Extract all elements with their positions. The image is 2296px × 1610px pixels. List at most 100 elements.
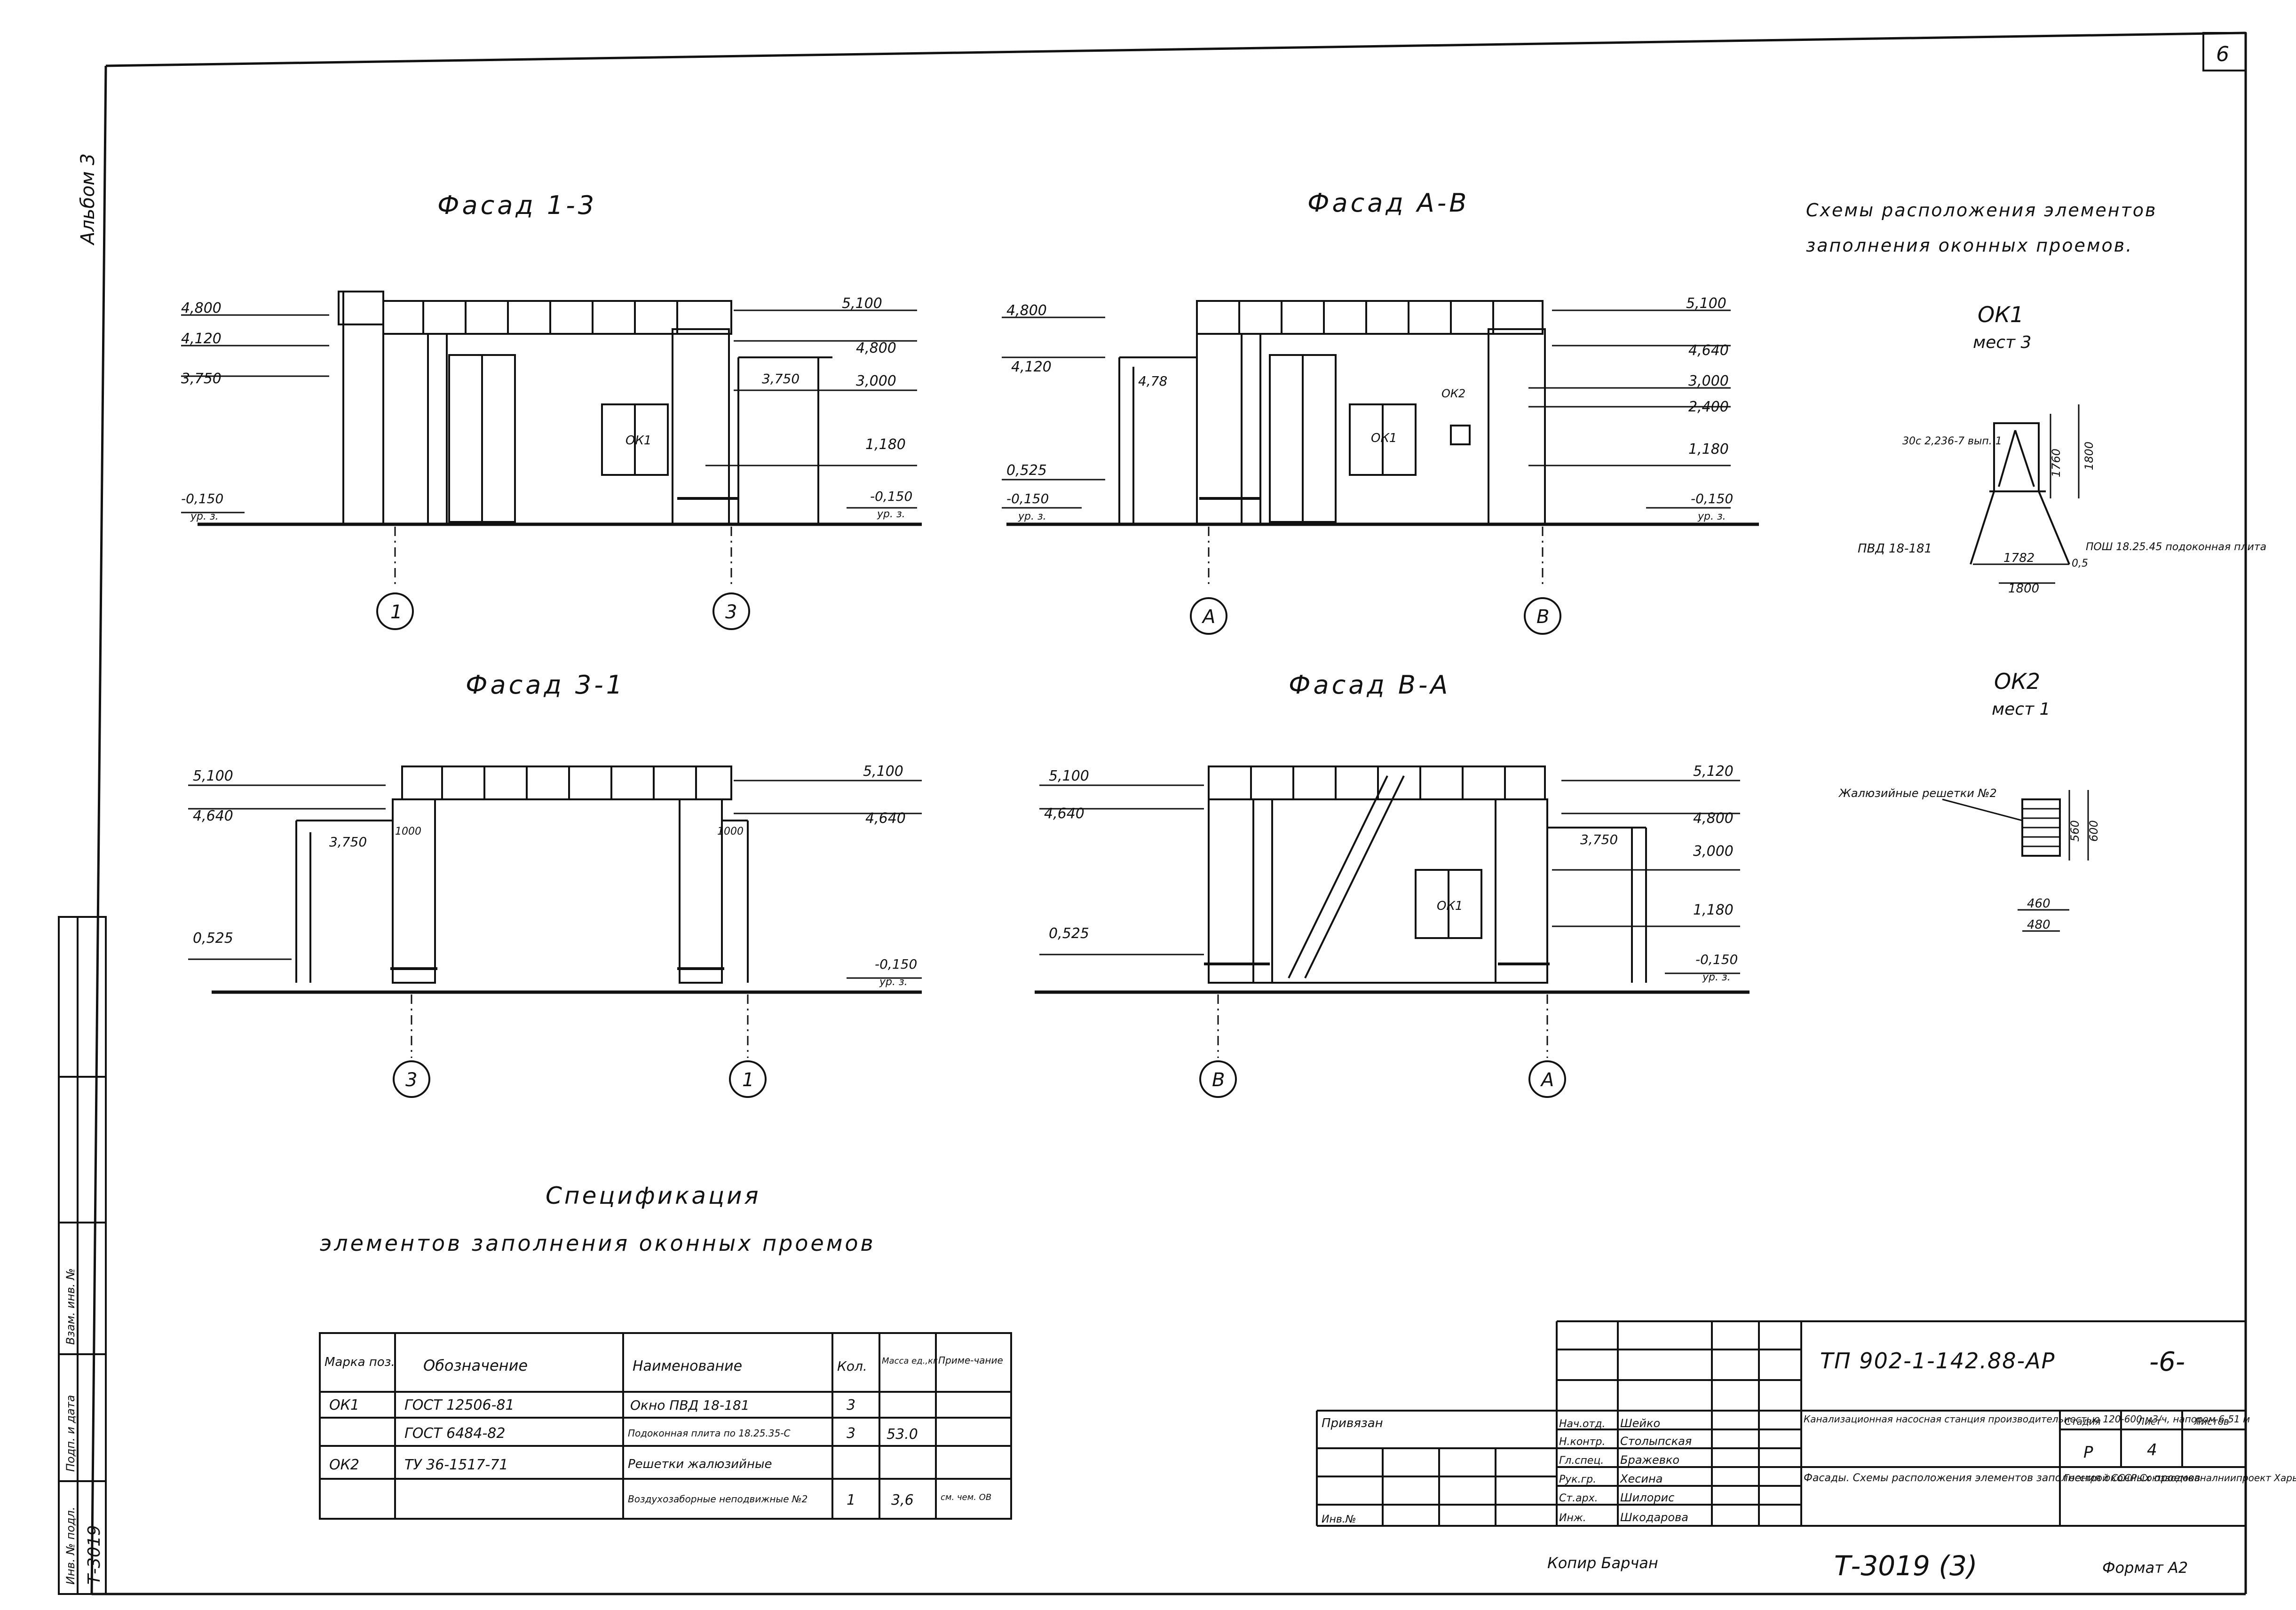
facade-1-3-level-lines [181,309,917,513]
axis-label-b-b: В [1212,1069,1225,1091]
ok2-name: ОК2 [1994,669,2040,694]
facade-1-3 [198,291,922,526]
left-stamp-inv: Инв. № подл. [64,1507,77,1585]
schemes-title: заполнения оконных проемов. [1806,235,2133,256]
axis-label-3: 3 [725,601,737,623]
person-role: Инж. [1559,1512,1586,1524]
facade-a-b-level: 0,525 [1006,462,1047,479]
ok1-dim: 1782 [2003,551,2035,565]
facade-b-a-level: 0,525 [1049,925,1089,942]
facade-1-3-level: -0,150 [181,491,223,506]
facade-b-a-inner-level: 3,750 [1580,832,1618,847]
facade-1-3-window: ОК1 [625,434,651,448]
title-block-grid [1316,1320,2246,1527]
project-name-text: Канализационная насосная станция произво… [1804,1413,2250,1425]
axis-label-3-b: 3 [405,1069,417,1091]
axis-label-1-b: 1 [742,1069,754,1091]
axis-label-a-b: А [1540,1069,1554,1091]
spec-header: Наименование [633,1358,742,1374]
stage-value: Р [2083,1443,2093,1462]
axis-marker-1-b [729,1060,767,1098]
facade-a-b-window2: ОК2 [1441,387,1465,400]
ok2-dim: 560 [2068,820,2082,842]
project-code: ТП 902-1-142.88-АР [1820,1348,2055,1373]
ok2-dim: 460 [2027,897,2051,911]
facade-3-1-level: -0,150 [875,956,917,972]
spec-cell: 53.0 [887,1426,918,1443]
sheet-name: Фасады. Схемы расположения элементов зап… [1804,1472,2201,1484]
facade-3-1 [212,766,922,994]
facade-a-b [1006,300,1759,526]
side-note: Альбом 3 [77,153,99,246]
sheet-header: Лист [2137,1416,2162,1427]
sheet-name-text: Фасады. Схемы расположения элементов зап… [1804,1472,2201,1484]
facade-a-b-title: Фасад А-В [1307,188,1469,218]
facade-b-a-level: 5,100 [1049,768,1089,784]
spec-cell: ТУ 36-1517-71 [404,1457,508,1473]
facade-b-a-level: 5,120 [1693,763,1734,780]
ok1-dim: 1800 [2082,442,2096,470]
spec-cell: ГОСТ 12506-81 [404,1397,515,1413]
facade-3-1-level-lines [188,780,922,979]
axis-marker-1-a [376,592,414,630]
page-number: 6 [2216,42,2229,66]
ok1-dim: 0,5 [2072,558,2088,569]
spec-cell: Решетки жалюзийные [628,1457,772,1471]
axis-label-b: В [1536,606,1549,628]
spec-header: Кол. [837,1358,867,1374]
sheets-header: Листов [2193,1416,2229,1427]
facade-b-a [1035,766,1750,994]
person-name: Шкодарова [1620,1511,1688,1524]
facade-a-b-level: 2,400 [1688,399,1729,415]
schemes-title: Схемы расположения элементов [1806,200,2157,221]
axis-marker-a-b [1528,1060,1566,1098]
facade-3-1-level: 5,100 [863,763,903,780]
ok1-scheme [1970,404,2080,584]
person-role: Рук.гр. [1559,1474,1596,1485]
left-stamp-sign: Подп. и дата [64,1395,77,1472]
facade-b-a-level: 4,640 [1044,805,1085,822]
sheet-frame [90,32,2247,1595]
facade-1-3-title: Фасад 1-3 [437,190,597,220]
person-role: Гл.спец. [1559,1455,1604,1467]
facade-1-3-level: 3,750 [181,371,222,387]
facade-a-b-level: -0,150 [1691,491,1733,506]
person-name: Столыпская [1620,1435,1692,1448]
person-name: Шейко [1620,1417,1660,1430]
spec-header: Масса ед.,кг [882,1356,938,1366]
facade-a-b-inner-level: 4,78 [1138,373,1167,389]
ok1-name: ОК1 [1978,302,2024,327]
facade-3-1-inner-level: 3,750 [329,834,367,850]
facade-3-1-dim: 1000 [395,826,421,837]
spec-title: Спецификация [546,1182,761,1209]
ok1-dim: 1760 [2050,449,2063,477]
facade-a-b-level: 3,000 [1688,373,1729,389]
ok2-label-left: Жалюзийные решетки №2 [1838,787,1997,800]
left-stamp-replace: Взам. инв. № [64,1268,77,1345]
facade-1-3-level: 4,800 [856,340,896,356]
facade-1-3-inner-level: 3,750 [762,371,800,387]
ok2-dim: 600 [2087,820,2100,842]
ok2-count: мест 1 [1992,700,2050,719]
axis-marker-3-a [713,592,750,630]
facade-1-3-level: 3,000 [856,373,896,389]
spec-subtitle: элементов заполнения оконных проемов [320,1231,876,1256]
ok1-label-left: 30с 2,236-7 вып. 1 [1902,435,2002,447]
facade-a-b-level: 5,100 [1686,295,1726,312]
ok1-dim: 1800 [2008,582,2039,596]
ok2-scheme [1942,790,2089,932]
spec-cell: 3 [847,1397,855,1413]
org-name-text: Госстрой СССР Союзводоканалниипроект Хар… [2064,1472,2296,1484]
facade-1-3-level: ур. з. [190,511,219,522]
spec-header: Марка поз. [325,1355,395,1369]
sheet-value: 4 [2147,1441,2157,1460]
facade-1-3-level: -0,150 [870,489,912,504]
spec-cell: 3 [847,1425,855,1442]
facade-1-3-axes [394,527,732,588]
facade-a-b-level: 1,180 [1688,441,1729,458]
copied-by: Копир Барчан [1547,1554,1658,1572]
axis-marker-a-a [1190,597,1227,635]
ok1-label-bottom-right: ПОШ 18.25.45 подоконная плита [2086,541,2266,553]
person-role: Н.контр. [1559,1436,1605,1448]
